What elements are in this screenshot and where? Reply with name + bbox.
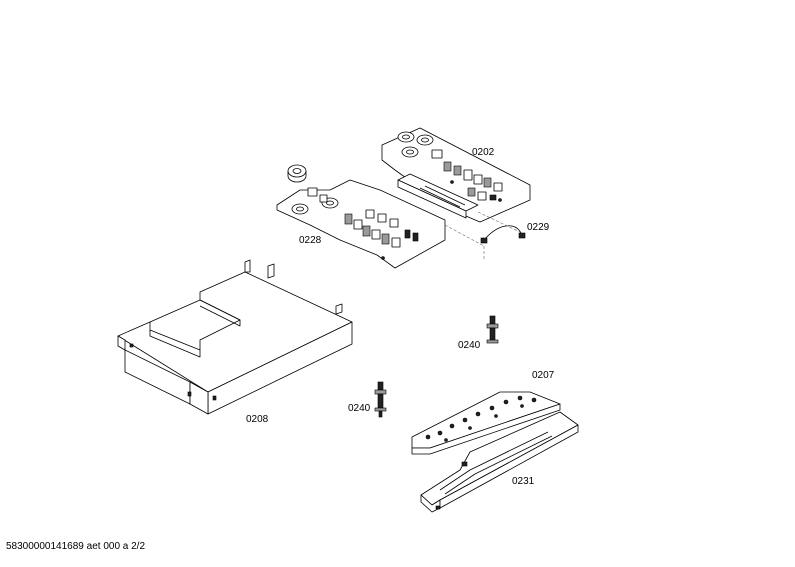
label-0207: 0207 — [532, 370, 555, 381]
control-frame — [420, 411, 579, 513]
label-0202: 0202 — [472, 147, 495, 158]
label-0229: 0229 — [527, 222, 550, 233]
document-id-footer: 58300000141689 aet 000 a 2/2 — [6, 541, 146, 552]
label-0208: 0208 — [246, 414, 269, 425]
connecting-cable — [480, 225, 526, 244]
label-0228: 0228 — [299, 235, 322, 246]
heat-sink — [397, 173, 479, 219]
spacer-stud-upper — [486, 315, 499, 344]
power-board-upper — [381, 127, 531, 223]
label-0240-lower: 0240 — [348, 403, 371, 414]
power-board-lower — [276, 164, 446, 269]
label-0231: 0231 — [512, 476, 535, 487]
key-board — [411, 391, 561, 455]
base-tray — [117, 259, 353, 415]
spacer-stud-lower — [374, 381, 387, 418]
label-0240-upper: 0240 — [458, 340, 481, 351]
